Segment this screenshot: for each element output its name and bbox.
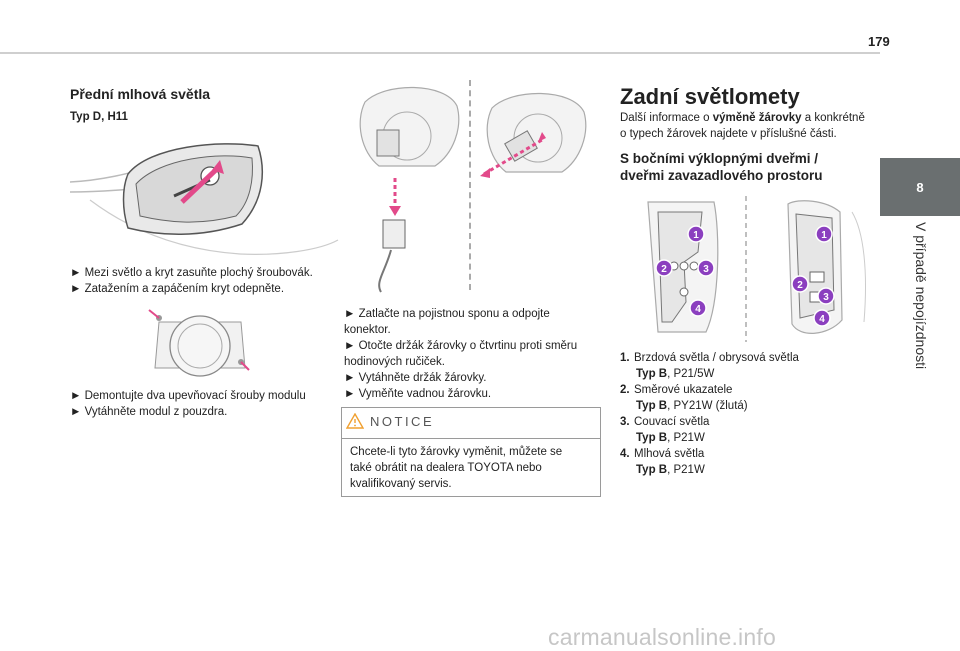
- fog-light-cover-illustration: [70, 143, 339, 255]
- callout-3: 3: [703, 264, 709, 275]
- bulb-holder-rotate-illustration: [480, 92, 587, 178]
- notice-body: Chcete-li tyto žárovky vyměnit, můžete s…: [350, 444, 595, 492]
- step-line: ► Vytáhněte modul z pouzdra.: [70, 406, 228, 418]
- section-heading-rear-lamps: Zadní světlomety: [620, 84, 800, 109]
- notice-box: [341, 407, 601, 497]
- chapter-tab[interactable]: 8: [880, 158, 960, 216]
- notice-line: kvalifikovaný servis.: [350, 478, 452, 490]
- callout-4: 4: [695, 304, 701, 315]
- callout-4: 4: [819, 314, 825, 325]
- step-line: ► Demontujte dva upevňovací šrouby modul…: [70, 390, 306, 402]
- step-line: ► Vyměňte vadnou žárovku.: [344, 388, 492, 400]
- step-line: ► Zatažením a zapáčením kryt odepněte.: [70, 283, 285, 295]
- callout-2: 2: [661, 264, 667, 275]
- steps-remove-cover: ► Mezi světlo a kryt zasuňte plochý šrou…: [70, 265, 340, 297]
- rear-lamps-intro: Další informace o výměně žárovky a konkr…: [620, 112, 865, 140]
- legend-item-3: 3.Couvací světla: [620, 416, 710, 428]
- notice-divider: [341, 438, 600, 439]
- page-number: 179: [868, 34, 890, 49]
- notice-line: Chcete-li tyto žárovky vyměnit, můžete s…: [350, 446, 563, 458]
- section-heading-front-fog: Přední mlhová světla: [70, 86, 211, 102]
- warning-icon: [346, 413, 364, 429]
- connector-disconnect-illustration: [359, 86, 460, 293]
- bold-term: výměně žárovky: [712, 112, 802, 124]
- steps-remove-module: ► Demontujte dva upevňovací šrouby modul…: [70, 388, 340, 420]
- type-label: Typ D, H11: [70, 111, 128, 123]
- chapter-number: 8: [916, 179, 924, 195]
- steps-replace-bulb: ► Zatlačte na pojistnou sponu a odpojte …: [344, 306, 602, 402]
- step-line: ► Zatlačte na pojistnou sponu a odpojte: [344, 308, 550, 320]
- header-rule: [0, 52, 880, 54]
- legend-item-4: 4.Mlhová světla: [620, 448, 705, 460]
- rear-lamp-diagram: 1 2 3 4 1 2 3 4: [647, 196, 866, 342]
- step-line: ► Otočte držák žárovky o čtvrtinu proti …: [344, 340, 578, 352]
- chapter-title: V případě nepojízdnosti: [913, 222, 929, 370]
- step-line: hodinových ručiček.: [344, 356, 445, 368]
- figure-divider: [469, 80, 471, 290]
- legend-item-1: 1.Brzdová světla / obrysová světla: [620, 352, 799, 364]
- step-line: ► Mezi světlo a kryt zasuňte plochý šrou…: [70, 267, 313, 279]
- notice-title: NOTICE: [370, 414, 435, 429]
- callout-2: 2: [797, 280, 803, 291]
- watermark: carmanualsonline.info: [548, 624, 776, 650]
- notice-line: také obrátit na dealera TOYOTA nebo: [350, 462, 542, 474]
- callout-1: 1: [693, 230, 699, 241]
- callout-1: 1: [821, 230, 827, 241]
- step-line: ► Vytáhněte držák žárovky.: [344, 372, 487, 384]
- subsection-heading: S bočními výklopnými dveřmi / dveřmi zav…: [620, 151, 823, 183]
- lamp-legend: 1.Brzdová světla / obrysová světla Typ B…: [620, 352, 799, 476]
- step-line: konektor.: [344, 324, 391, 336]
- legend-item-2: 2.Směrové ukazatele: [620, 384, 733, 396]
- callout-3: 3: [823, 292, 829, 303]
- fog-module-illustration: [148, 309, 250, 377]
